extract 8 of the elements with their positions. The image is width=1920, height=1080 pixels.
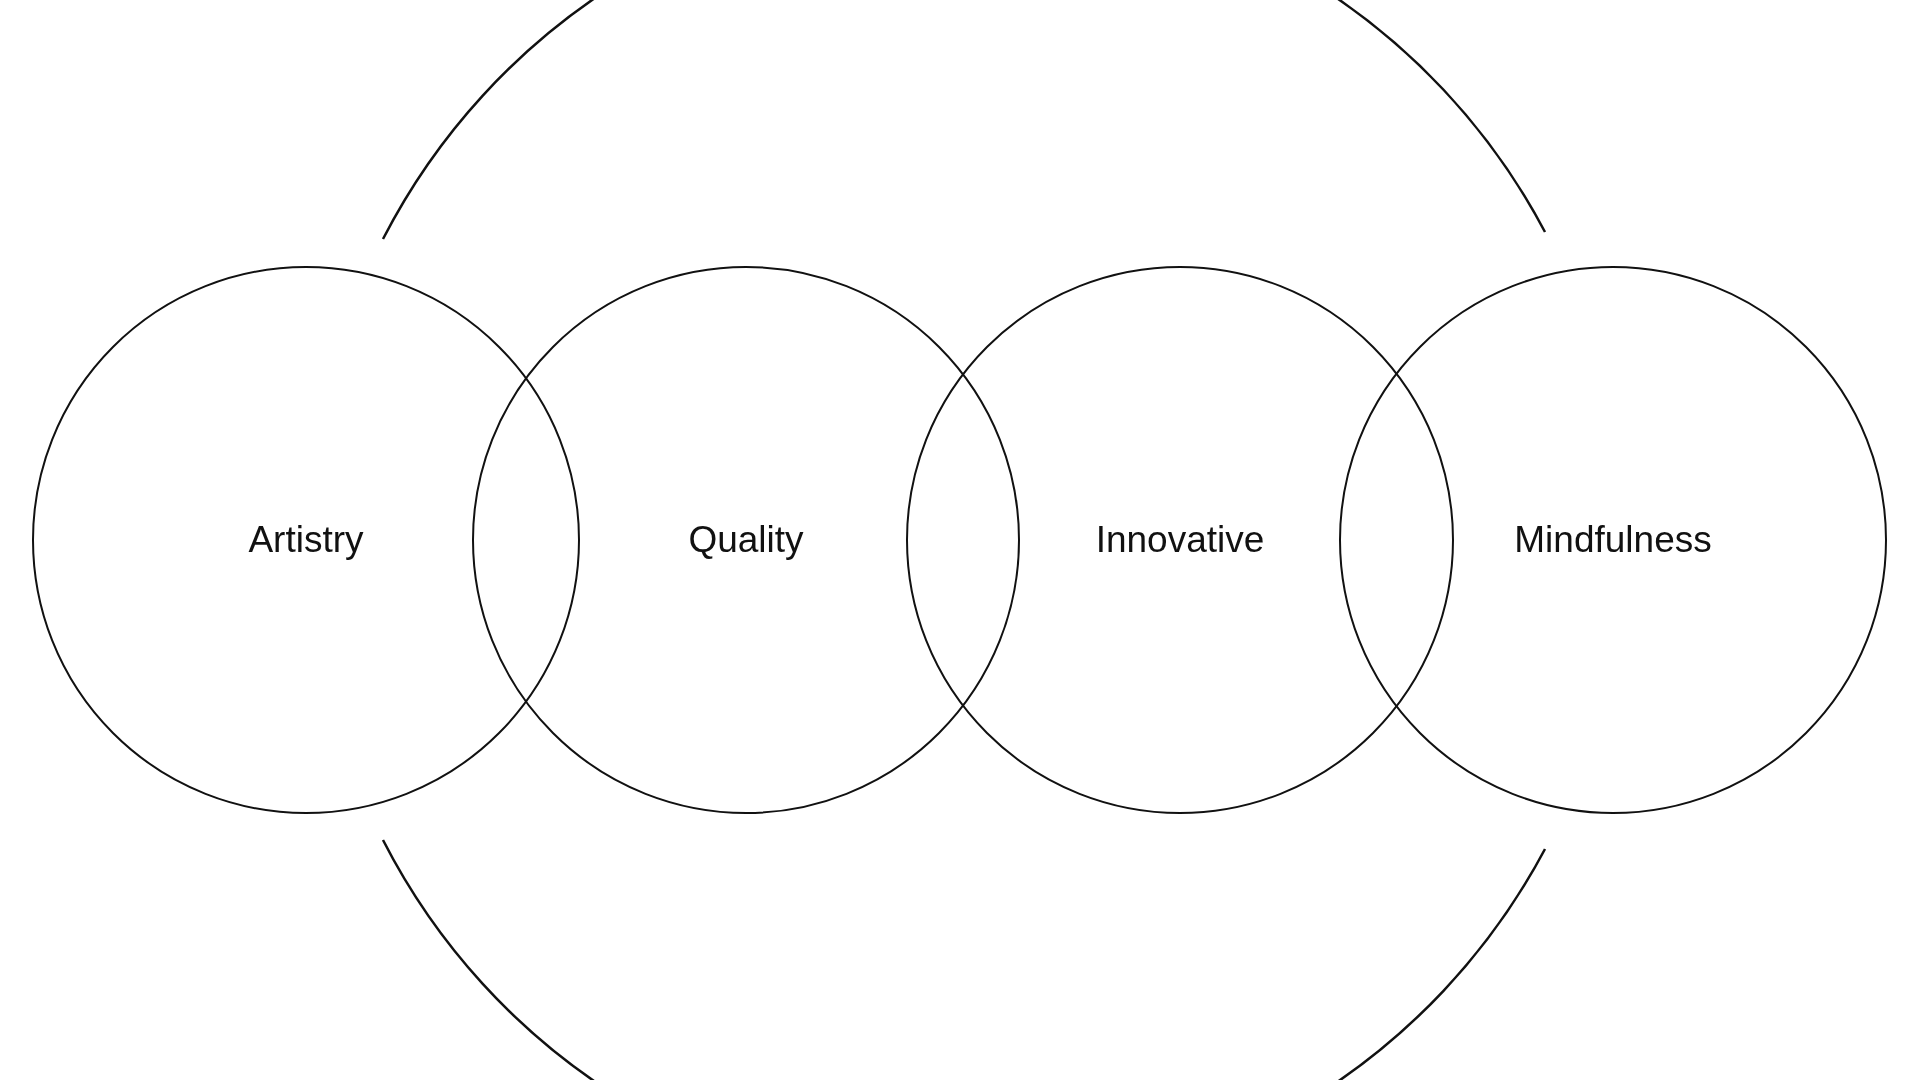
circle-label: Quality — [688, 519, 804, 561]
concept-circle — [32, 266, 580, 814]
concept-circle — [472, 266, 1020, 814]
circle-label: Artistry — [248, 519, 364, 561]
circle-label: Innovative — [1095, 519, 1265, 561]
concept-circle — [1339, 266, 1887, 814]
circle-label: Mindfulness — [1514, 519, 1712, 561]
concept-circle — [906, 266, 1454, 814]
